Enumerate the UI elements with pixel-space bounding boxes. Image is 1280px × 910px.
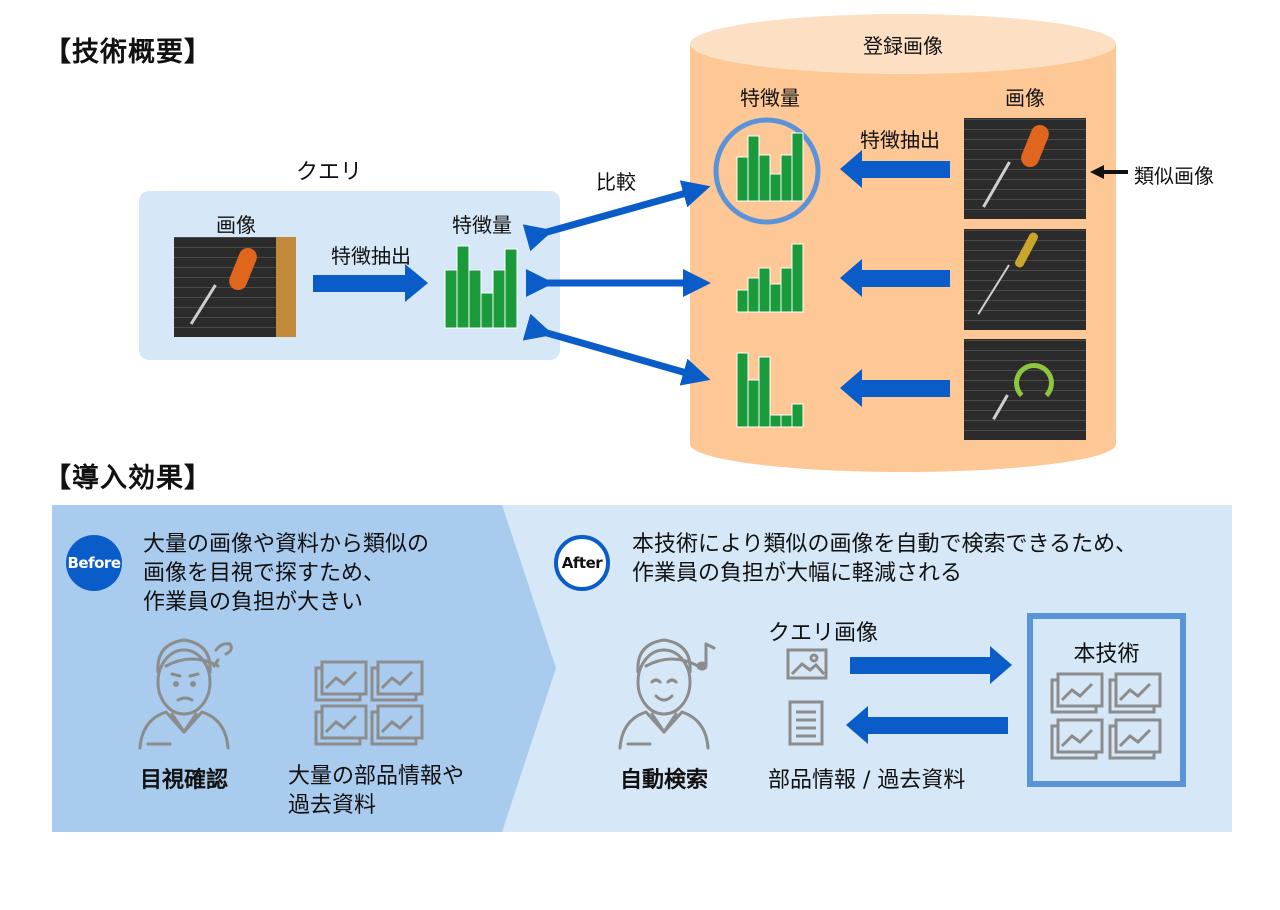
- document-icon: [788, 700, 824, 746]
- query-photo-awl: [174, 237, 296, 337]
- registered-feature-histogram-3: [736, 352, 804, 428]
- document-stack-icon-2: [370, 660, 424, 702]
- before-line-1: 大量の画像や資料から類似の: [143, 532, 430, 557]
- query-feature-label: 特徴量: [452, 213, 512, 237]
- docs-caption-line-2: 過去資料: [288, 793, 377, 818]
- overview-heading: 【技術概要】: [44, 37, 212, 68]
- similar-image-pointer-arrow: [1090, 165, 1128, 179]
- tech-document-icon-2: [1108, 672, 1162, 714]
- tech-box: [1027, 613, 1186, 787]
- before-badge: Before: [67, 554, 121, 572]
- registered-extract-label: 特徴抽出: [860, 128, 940, 152]
- compare-arrow-3: [522, 313, 711, 386]
- after-line-1: 本技術により類似の画像を自動で検索できるため、: [632, 532, 1138, 557]
- after-description: 本技術により類似の画像を自動で検索できるため、 作業員の負担が大幅に軽減される: [632, 530, 1137, 588]
- query-image-label: 画像: [216, 213, 256, 237]
- after-line-2: 作業員の負担が大幅に軽減される: [632, 561, 963, 586]
- registered-extract-arrow-2: [840, 259, 950, 297]
- effect-heading: 【導入効果】: [44, 463, 212, 494]
- worker-happy-icon: [618, 638, 716, 750]
- query-extract-arrow: [313, 264, 428, 302]
- before-description: 大量の画像や資料から類似の 画像を目視で探すため、 作業員の負担が大きい: [143, 530, 429, 617]
- registered-photo-awl: [964, 118, 1086, 219]
- after-badge: After: [561, 554, 603, 572]
- before-line-2: 画像を目視で探すため、: [143, 561, 386, 586]
- query-label: クエリ: [296, 160, 363, 185]
- similar-image-label: 類似画像: [1134, 164, 1214, 188]
- query-extract-label: 特徴抽出: [331, 244, 411, 268]
- document-stack-icon-4: [370, 704, 424, 746]
- compare-arrow-1: [522, 180, 711, 252]
- docs-caption-line-1: 大量の部品情報や: [288, 764, 465, 789]
- registered-feature-histogram-1: [736, 132, 804, 202]
- query-feature-histogram: [444, 245, 518, 329]
- after-query-arrow: [850, 646, 1012, 684]
- tech-document-icon-1: [1050, 672, 1104, 714]
- registered-photo-pliers: [964, 339, 1086, 440]
- before-panel: [52, 505, 556, 832]
- registered-feature-label: 特徴量: [740, 86, 800, 110]
- registered-image-label: 画像: [1005, 86, 1045, 110]
- document-stack-icon-3: [314, 704, 368, 746]
- tech-document-icon-3: [1050, 718, 1104, 760]
- before-badge-circle: [66, 535, 122, 591]
- after-result-arrow: [846, 706, 1008, 744]
- tech-label: 本技術: [1073, 642, 1140, 667]
- result-caption: 部品情報 / 過去資料: [768, 768, 966, 793]
- query-image-caption: クエリ画像: [768, 621, 879, 646]
- registered-images-label: 登録画像: [863, 34, 943, 58]
- before-line-3: 作業員の負担が大きい: [143, 590, 364, 615]
- compare-label: 比較: [596, 170, 636, 194]
- registered-feature-histogram-2: [736, 243, 804, 313]
- worker-troubled-icon: [138, 638, 233, 750]
- auto-search-caption: 自動検索: [619, 768, 708, 793]
- tech-document-icon-4: [1108, 718, 1162, 760]
- image-icon: [786, 648, 828, 680]
- registered-photo-screwdriver: [964, 229, 1086, 330]
- docs-caption: 大量の部品情報や 過去資料: [288, 762, 464, 820]
- registered-extract-arrow-1: [840, 150, 950, 188]
- registered-extract-arrow-3: [840, 369, 950, 407]
- document-stack-icon-1: [314, 660, 368, 702]
- after-badge-circle: [554, 535, 610, 591]
- visual-check-caption: 目視確認: [139, 768, 228, 793]
- best-match-highlight-circle: [713, 117, 821, 225]
